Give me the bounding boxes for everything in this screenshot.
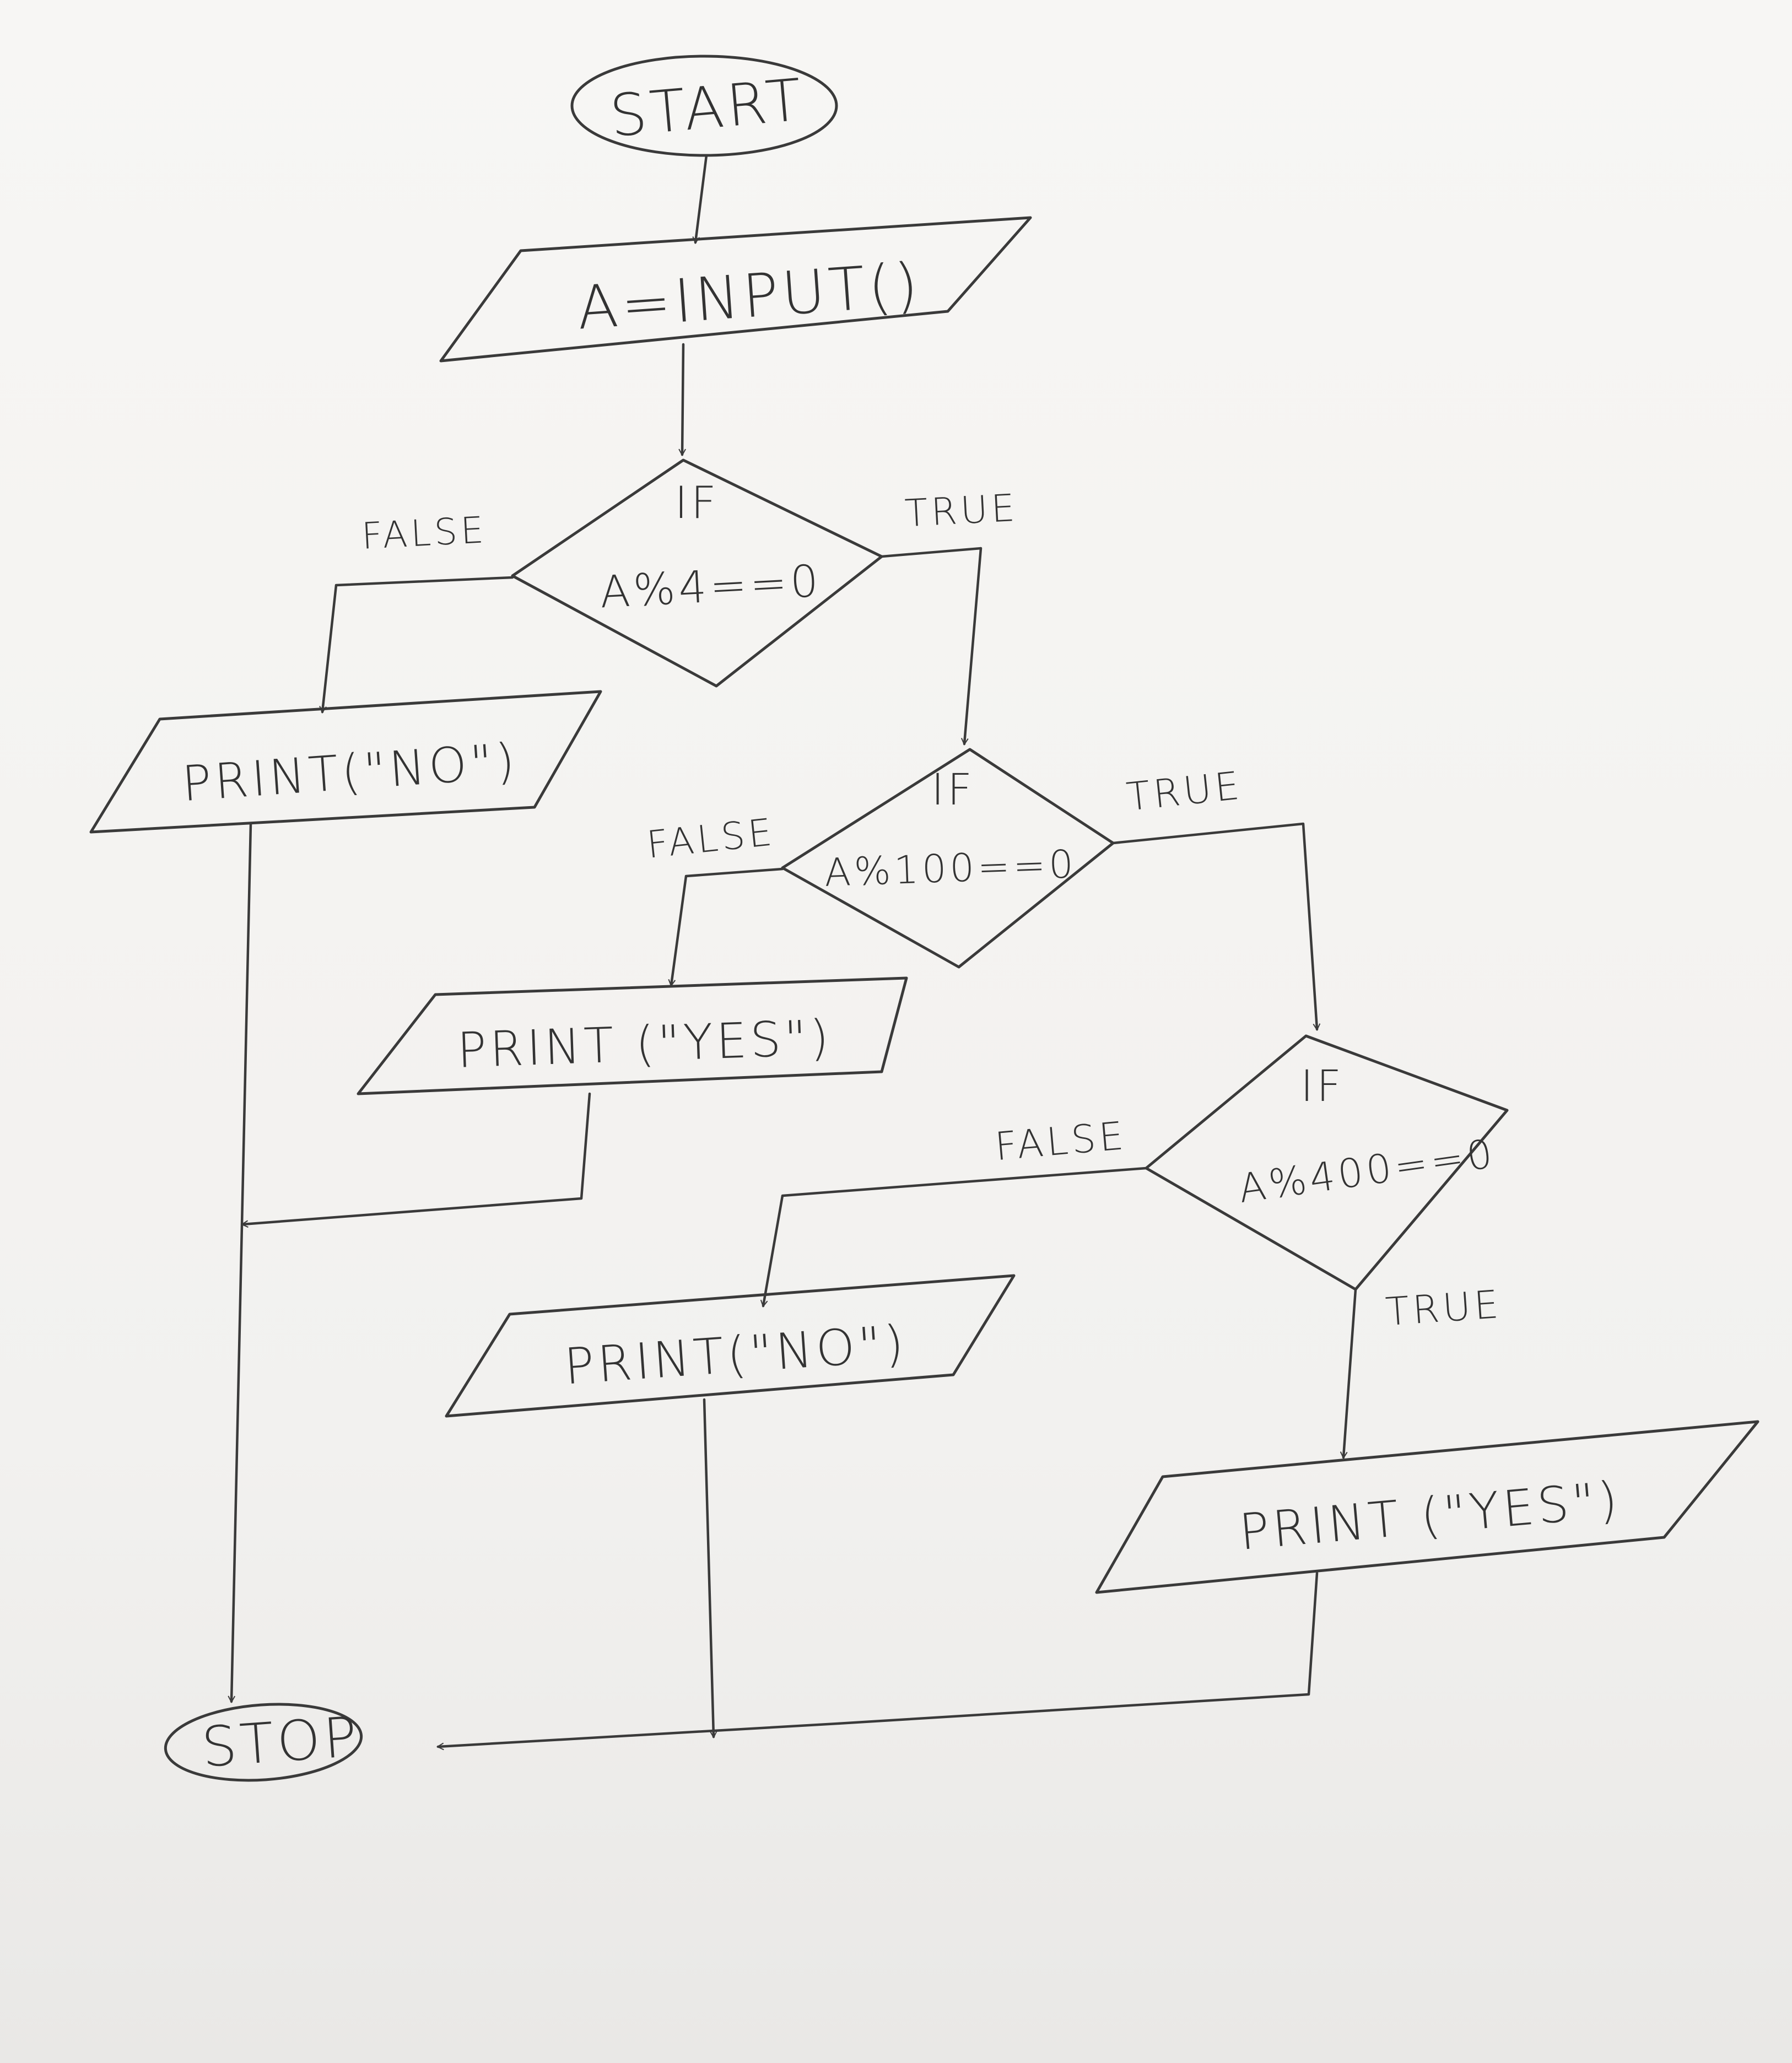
edge-cond3-true	[1343, 1288, 1357, 1457]
cond1-false-label: FALSE	[360, 509, 488, 558]
edge-cond3-false	[763, 1166, 1148, 1306]
cond1-true-label: TRUE	[904, 487, 1019, 536]
print-yes-middle-label: PRINT ("YES")	[456, 1009, 833, 1079]
start-label: START	[607, 66, 807, 150]
cond3-true-label: TRUE	[1384, 1282, 1503, 1335]
start-terminal	[570, 55, 838, 157]
cond2-if-label: IF	[931, 765, 975, 815]
input-parallelogram	[439, 216, 1032, 363]
edge-cond2-true	[1111, 822, 1317, 1029]
edge-no-left-to-stop	[231, 822, 252, 1702]
print-yes-bottom-parallelogram	[1095, 1420, 1759, 1594]
cond2-expr-label: A%100==0	[824, 841, 1077, 895]
edge-cond1-true	[880, 547, 983, 744]
cond3-expr-label: A%400==0	[1235, 1130, 1498, 1212]
edge-yes-middle-to-merge	[242, 1092, 591, 1224]
input-label: A=INPUT()	[575, 250, 924, 343]
cond3-false-label: FALSE	[993, 1113, 1129, 1170]
cond3-if-label: IF	[1300, 1062, 1345, 1111]
print-yes-middle-parallelogram	[357, 976, 908, 1095]
decision-a-mod-100	[781, 748, 1115, 969]
stop-terminal	[164, 1703, 363, 1782]
edge-cond1-false	[322, 576, 514, 712]
edge-cond2-false	[671, 867, 784, 985]
cond1-expr-label: A%4==0	[598, 555, 823, 618]
stop-label: STOP	[199, 1704, 362, 1780]
cond2-true-label: TRUE	[1124, 763, 1244, 820]
edge-yes-bottom-to-stop	[438, 1571, 1319, 1747]
edge-no-bottom-to-stop	[703, 1398, 714, 1737]
print-no-left-parallelogram	[89, 690, 602, 834]
edge-input-to-cond1	[682, 343, 683, 455]
cond2-false-label: FALSE	[645, 811, 777, 867]
print-no-left-label: PRINT("NO")	[180, 732, 520, 812]
cond1-if-label: IF	[674, 477, 720, 528]
edge-start-to-input	[695, 154, 708, 242]
print-no-bottom-parallelogram	[445, 1274, 1016, 1418]
decision-a-mod-4	[511, 458, 883, 688]
